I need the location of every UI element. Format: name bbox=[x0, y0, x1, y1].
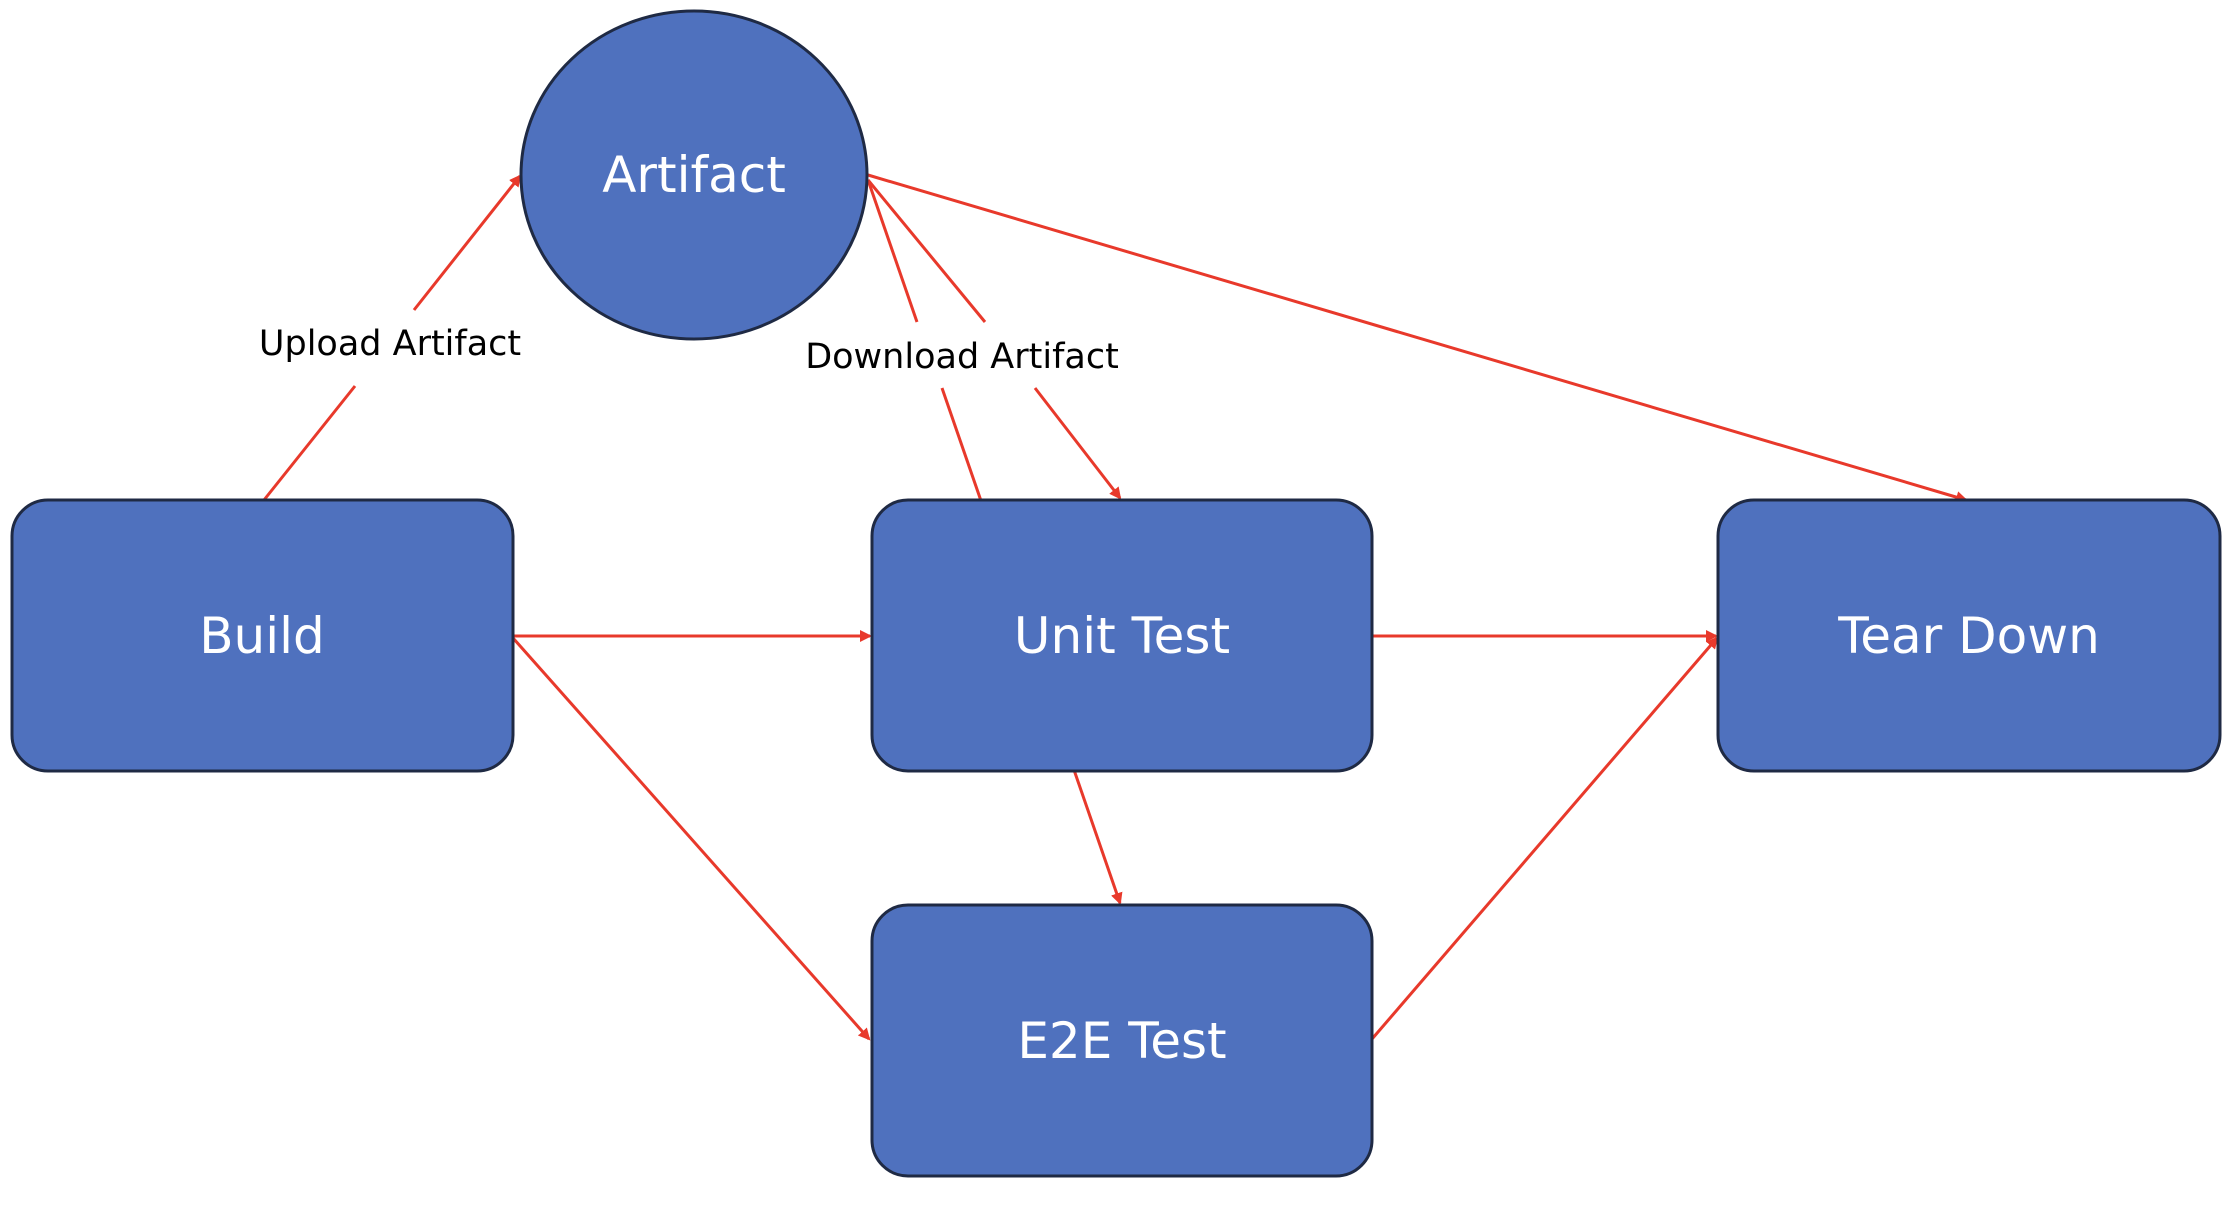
e2e-test-label: E2E Test bbox=[1017, 1012, 1226, 1070]
node-tear-down[interactable]: Tear Down bbox=[1716, 498, 2222, 773]
artifact-label: Artifact bbox=[602, 146, 786, 204]
edge-artifact-to-unit-test-lower bbox=[1033, 387, 1122, 500]
edge-artifact-to-tear-down bbox=[867, 173, 1968, 503]
edge-artifact-to-e2e-test-upper bbox=[866, 179, 919, 323]
tear-down-box bbox=[1716, 498, 2222, 773]
edge-labels-layer: Upload Artifact Download Artifact bbox=[259, 324, 1119, 377]
tear-down-label: Tear Down bbox=[1837, 607, 2100, 665]
unit-test-label: Unit Test bbox=[1014, 607, 1230, 665]
node-unit-test[interactable]: Unit Test bbox=[870, 498, 1374, 773]
edge-artifact-to-unit-test-upper bbox=[866, 179, 987, 323]
upload-artifact-label: Upload Artifact bbox=[259, 324, 521, 364]
edge-build-to-artifact-lower bbox=[262, 385, 357, 501]
edge-build-to-artifact-upper bbox=[412, 174, 522, 311]
edge-build-to-e2e-test bbox=[511, 637, 871, 1041]
build-box bbox=[10, 498, 515, 773]
edge-e2e-test-to-tear-down bbox=[1370, 636, 1719, 1040]
build-label: Build bbox=[199, 607, 325, 665]
node-e2e-test[interactable]: E2E Test bbox=[870, 903, 1374, 1178]
artifact-ellipse bbox=[519, 9, 869, 341]
node-build[interactable]: Build bbox=[10, 498, 515, 773]
node-artifact[interactable]: Artifact bbox=[519, 9, 869, 341]
e2e-test-box bbox=[870, 903, 1374, 1178]
unit-test-box bbox=[870, 498, 1374, 773]
nodes-layer: Artifact Build Unit Test Tear Down E2E T… bbox=[10, 9, 2222, 1178]
download-artifact-label: Download Artifact bbox=[805, 337, 1119, 377]
